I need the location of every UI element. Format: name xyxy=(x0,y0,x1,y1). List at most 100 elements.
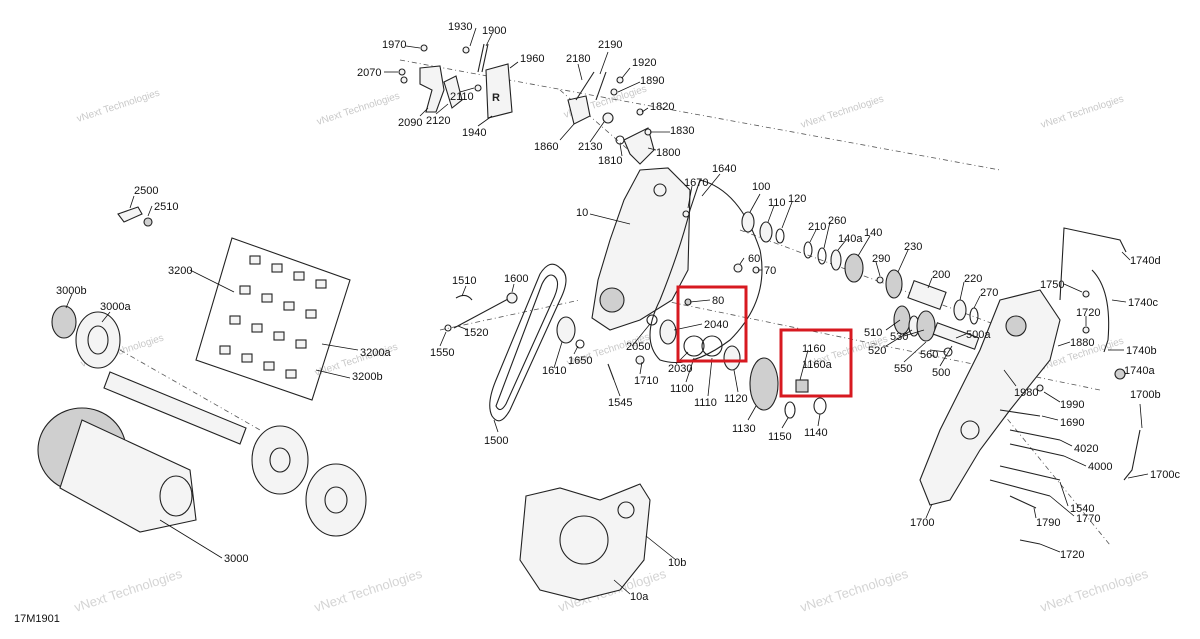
part-label-2070: 2070 xyxy=(357,67,381,79)
leader-line xyxy=(457,325,469,331)
leader-line xyxy=(559,123,575,141)
bolt-1690-icon xyxy=(999,409,1041,417)
leader-line xyxy=(959,281,965,301)
part-label-2090: 2090 xyxy=(398,117,422,129)
part-label-2180: 2180 xyxy=(566,53,590,65)
drive-axle-3000-icon xyxy=(103,371,247,445)
part-label-1880: 1880 xyxy=(1070,337,1094,349)
sprocket-left-icon xyxy=(251,425,309,495)
leader-line xyxy=(689,299,711,303)
leader-line xyxy=(1033,507,1037,519)
part-label-1740c: 1740c xyxy=(1128,297,1158,309)
leader-line xyxy=(485,33,493,47)
part-label-110: 110 xyxy=(768,197,786,209)
part-label-1510: 1510 xyxy=(452,275,476,287)
cover-boss-icon xyxy=(599,287,625,313)
leader-line xyxy=(647,147,657,151)
leader-line xyxy=(315,369,351,379)
bolt-1770-icon xyxy=(989,479,1051,497)
leader-line xyxy=(419,107,429,117)
part-label-2190: 2190 xyxy=(598,39,622,51)
part-label-210: 210 xyxy=(808,221,826,233)
leader-line xyxy=(459,87,475,93)
leader-line xyxy=(903,329,925,337)
leader-line xyxy=(613,379,621,397)
bolt-1545-icon xyxy=(607,363,615,381)
part-label-500: 500 xyxy=(932,367,950,379)
leader-line xyxy=(1121,251,1131,261)
axis-line xyxy=(999,409,1111,546)
screw-1720-lower-icon xyxy=(1019,539,1041,545)
part-label-1890: 1890 xyxy=(640,75,664,87)
screw-1970-icon xyxy=(420,44,428,52)
leader-line xyxy=(589,121,605,143)
leader-line xyxy=(955,333,967,339)
leader-line xyxy=(613,579,631,595)
leader-line xyxy=(509,61,519,69)
leader-line xyxy=(1003,369,1017,387)
leader-lines xyxy=(65,27,1149,595)
leader-line xyxy=(897,249,909,273)
oil-plug-1740a-icon xyxy=(1114,368,1126,380)
leader-line xyxy=(857,235,871,257)
part-label-1690: 1690 xyxy=(1060,417,1084,429)
part-label-1520: 1520 xyxy=(464,327,488,339)
leader-line xyxy=(553,341,563,369)
callout-box-80-2040 xyxy=(676,285,748,363)
leader-line xyxy=(1139,403,1143,429)
part-label-1540: 1540 xyxy=(1070,503,1094,515)
nut-2510-icon xyxy=(143,217,153,227)
part-label-1810: 1810 xyxy=(598,155,622,167)
part-label-270: 270 xyxy=(980,287,998,299)
part-label-70: 70 xyxy=(764,265,776,277)
leader-line xyxy=(687,185,693,209)
watermark-text: vNext Technologies xyxy=(76,88,162,125)
leader-line xyxy=(573,345,579,355)
leader-line xyxy=(817,413,821,427)
pin-290-icon xyxy=(876,276,884,284)
watermark: vNext Technologies xyxy=(1038,566,1150,615)
bracket-2500-icon xyxy=(117,206,143,223)
screw-2110-icon xyxy=(474,84,482,92)
part-label-1990: 1990 xyxy=(1060,399,1084,411)
leader-line xyxy=(511,283,515,293)
washer-2050-icon xyxy=(646,314,658,326)
seal-120-icon xyxy=(775,228,785,244)
bolt-1540-icon xyxy=(999,465,1061,481)
washer-1100-icon xyxy=(683,335,705,357)
leader-line xyxy=(639,361,643,375)
part-label-520: 520 xyxy=(868,345,886,357)
leader-line xyxy=(645,535,677,561)
plate-cutout-icon xyxy=(617,501,635,519)
gear-510-icon xyxy=(893,305,911,335)
part-label-120: 120 xyxy=(788,193,806,205)
leader-line xyxy=(799,349,809,381)
leader-line xyxy=(577,63,583,81)
part-label-230: 230 xyxy=(904,241,922,253)
clip-1550-icon xyxy=(444,324,452,332)
watermark: vNext Technologies xyxy=(72,566,184,615)
bearing-3000a-icon xyxy=(75,311,121,369)
part-label-2120: 2120 xyxy=(426,115,450,127)
leader-line xyxy=(973,295,981,309)
part-label-1150: 1150 xyxy=(768,431,792,443)
part-label-4000: 4000 xyxy=(1088,461,1112,473)
washer-2070-icon xyxy=(400,76,408,84)
part-label-220: 220 xyxy=(964,273,982,285)
part-label-1160: 1160 xyxy=(802,343,826,355)
tensioner-sprocket-1610-icon xyxy=(556,316,576,344)
part-label-200: 200 xyxy=(932,269,950,281)
nut-1160-icon xyxy=(795,379,809,393)
leader-line xyxy=(1041,415,1059,421)
leader-line xyxy=(461,285,467,297)
part-label-2050: 2050 xyxy=(626,341,650,353)
gearbox-housing-1700-icon xyxy=(919,289,1061,506)
part-label-1700: 1700 xyxy=(910,517,934,529)
bearing-bore-icon xyxy=(87,325,109,355)
bolt-1920-icon xyxy=(616,76,624,84)
part-label-1550: 1550 xyxy=(430,347,454,359)
part-label-10b: 10b xyxy=(668,557,686,569)
seal-3000b-icon xyxy=(51,305,77,339)
part-label-2110: 2110 xyxy=(450,91,474,103)
leader-line xyxy=(781,201,793,229)
